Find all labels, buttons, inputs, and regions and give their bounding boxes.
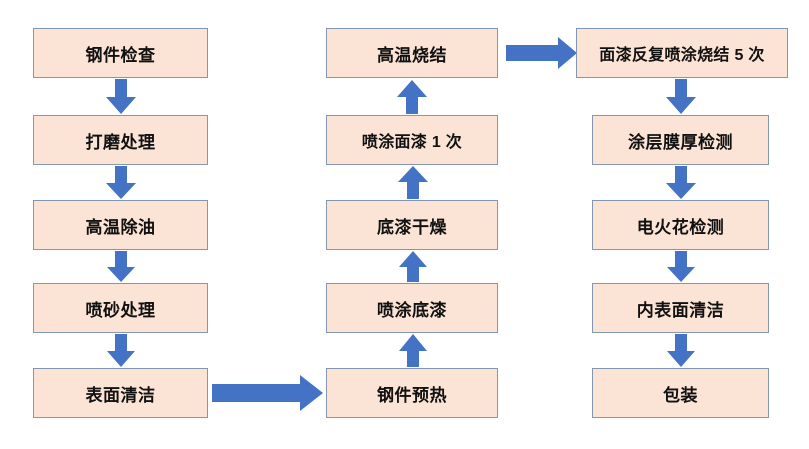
process-node-grinding[interactable]: 打磨处理 <box>33 115 208 165</box>
process-node-primer-spray[interactable]: 喷涂底漆 <box>326 283 498 333</box>
arrow-down-n1-n2 <box>105 79 137 115</box>
process-node-packaging[interactable]: 包装 <box>592 368 769 418</box>
process-node-primer-drying[interactable]: 底漆干燥 <box>326 200 498 250</box>
process-node-topcoat-repeat-5x[interactable]: 面漆反复喷涂烧结 5 次 <box>576 28 788 78</box>
arrow-up-n7-n8 <box>398 251 428 283</box>
arrow-down-n3-n4 <box>106 251 136 283</box>
arrow-down-n12-n13 <box>665 166 697 200</box>
process-node-surface-cleaning[interactable]: 表面清洁 <box>33 368 208 418</box>
arrow-down-n13-n14 <box>666 251 696 283</box>
process-node-coating-thickness-test[interactable]: 涂层膜厚检测 <box>592 115 769 165</box>
process-node-steel-inspection[interactable]: 钢件检查 <box>33 28 208 78</box>
arrow-right-n5-n6 <box>212 375 324 411</box>
process-node-high-temp-sintering[interactable]: 高温烧结 <box>326 28 498 78</box>
process-node-steel-preheating[interactable]: 钢件预热 <box>326 368 498 418</box>
arrow-up-n9-n10 <box>396 80 428 115</box>
process-node-high-temp-degreasing[interactable]: 高温除油 <box>33 200 208 250</box>
process-node-topcoat-spray-once[interactable]: 喷涂面漆 1 次 <box>326 115 498 165</box>
arrow-down-n4-n5 <box>106 334 136 368</box>
process-node-sandblasting[interactable]: 喷砂处理 <box>33 283 208 333</box>
process-node-spark-test[interactable]: 电火花检测 <box>592 200 769 250</box>
arrow-up-n6-n7 <box>398 334 428 368</box>
arrow-up-n8-n9 <box>397 166 429 200</box>
arrow-down-n14-n15 <box>666 334 696 368</box>
process-node-inner-surface-cleaning[interactable]: 内表面清洁 <box>592 283 769 333</box>
arrow-down-n2-n3 <box>105 166 137 200</box>
arrow-right-n10-n11 <box>506 37 578 69</box>
arrow-down-n11-n12 <box>665 79 697 115</box>
